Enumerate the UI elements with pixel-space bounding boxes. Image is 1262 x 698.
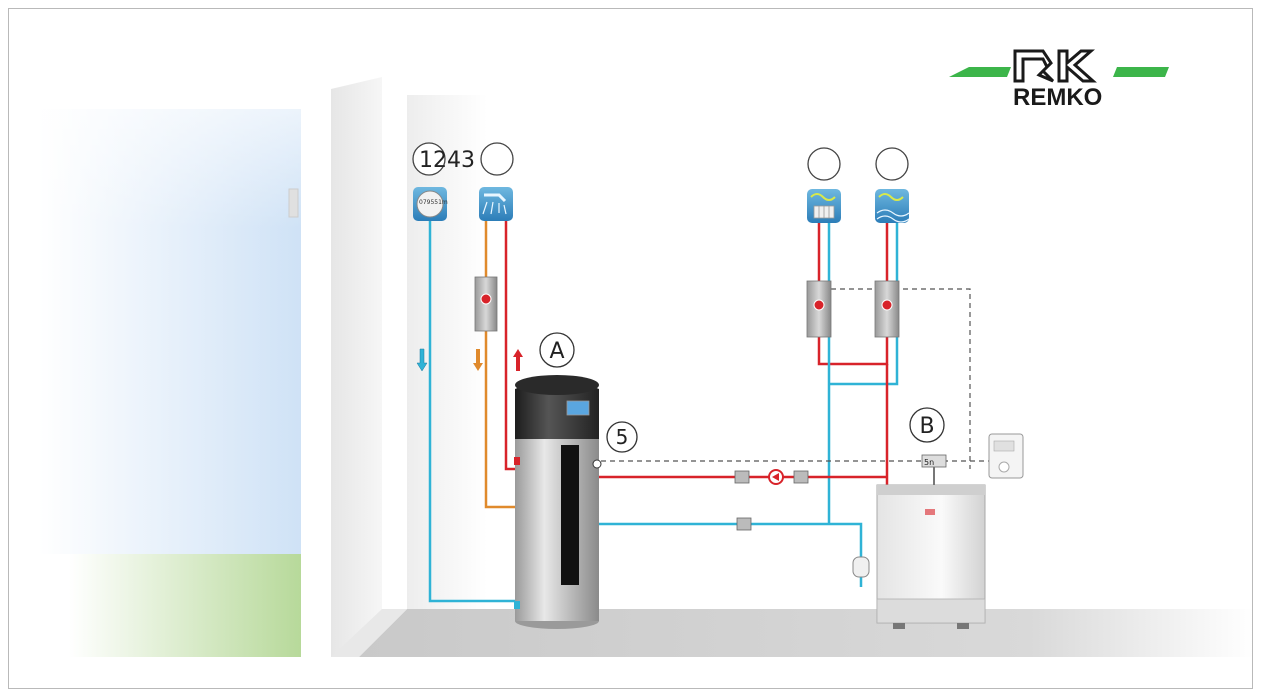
valve-3 — [736, 517, 752, 531]
valves — [734, 469, 809, 531]
room-thermostat — [988, 433, 1024, 479]
boiler-display: 5n — [924, 458, 934, 467]
arrow-up-hot — [513, 349, 523, 371]
control-lines — [601, 288, 1007, 469]
valve-1 — [734, 470, 750, 484]
arrow-down-warm — [473, 349, 483, 371]
label-numbers: 1243 — [419, 148, 475, 173]
pipes — [428, 221, 899, 603]
meter-readout: 079551m — [419, 199, 448, 206]
label-circles: 1243 — [412, 142, 909, 181]
tank-display — [566, 400, 590, 416]
label-circle-3 — [807, 147, 841, 181]
valve-2 — [793, 470, 809, 484]
callout-a: A — [539, 332, 575, 368]
radiator-tile — [807, 189, 841, 223]
pump-unit-floor — [874, 280, 900, 338]
floor-heating-tile — [875, 189, 910, 223]
heat-pump-tank — [514, 375, 602, 629]
heating-system-diagram: REMKO 1243 079551m — [39, 49, 1252, 657]
label-circle-4 — [875, 147, 909, 181]
callout-five: 5 — [606, 421, 638, 453]
meter-tile: 079551m — [413, 187, 448, 221]
expansion-vessel — [852, 556, 870, 578]
pump-unit-shower — [474, 276, 498, 332]
diagram-frame: REMKO 1243 079551m — [8, 8, 1253, 689]
logo-text: REMKO — [1013, 84, 1102, 111]
window-handle — [288, 188, 299, 218]
label-circle-1 — [412, 142, 446, 176]
label-circle-2 — [480, 142, 514, 176]
flow-arrows — [416, 348, 523, 372]
callout-a-text: A — [549, 339, 564, 364]
callout-b-text: B — [919, 414, 934, 439]
shower-tile — [479, 187, 513, 221]
pump-unit-radiator — [806, 280, 832, 338]
remko-logo: REMKO — [949, 49, 1169, 111]
floor — [359, 609, 1252, 657]
arrow-down-cold — [416, 348, 428, 372]
boiler-unit: 5n — [876, 454, 986, 629]
callout-b: B — [909, 407, 945, 443]
window-view — [39, 109, 301, 657]
callout-five-text: 5 — [616, 425, 629, 449]
tank-sensor — [592, 459, 602, 469]
